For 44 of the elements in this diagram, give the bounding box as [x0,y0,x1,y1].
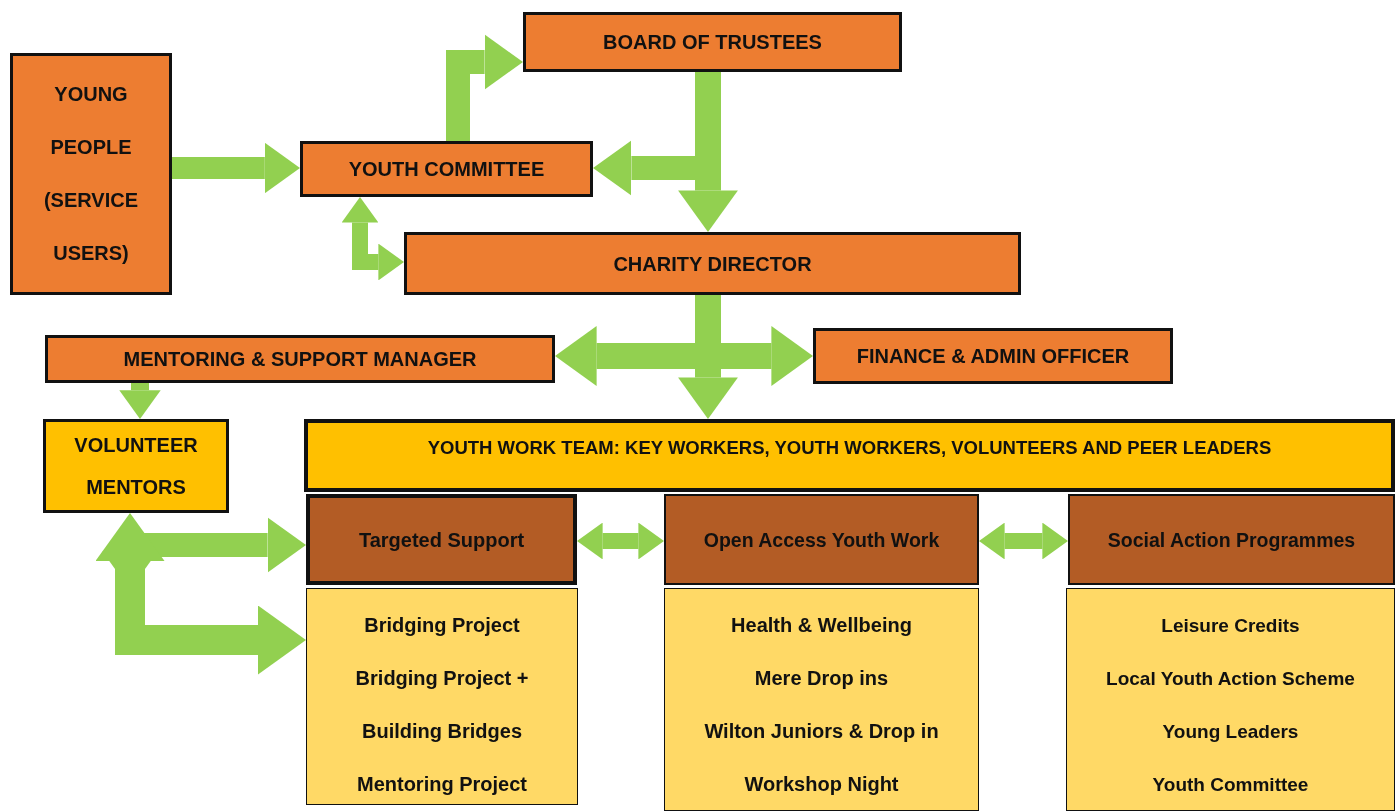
box-label: YOUTH WORK TEAM: KEY WORKERS, YOUTH WORKERS, VOLUNTEERS AND PEER LEADERS [426,435,1273,460]
programme-item: Local Youth Action Scheme [1105,667,1356,691]
arrow [95,513,306,675]
box-label: Social Action Programmes [1106,527,1357,552]
box-label: MENTORING & SUPPORT MANAGER [122,347,478,371]
box-label: BOARD OF TRUSTEES [602,30,823,54]
programme-item: Building Bridges [361,719,523,744]
programme-item: Mere Drop ins [753,666,890,691]
programme-item: Workshop Night [743,772,900,797]
programme-item: Bridging Project [363,613,521,638]
arrow [577,522,664,560]
arrow [979,522,1068,560]
box-label: VOLUNTEER MENTORS [73,433,199,500]
programme-item: Young Leaders [1161,720,1300,744]
org-box [43,419,229,513]
programme-item: Health & Wellbeing [730,613,913,638]
arrow [172,142,300,194]
org-box [306,494,577,585]
org-box [664,494,979,585]
programme-list-box [664,588,979,811]
org-box [10,53,172,295]
org-box [813,328,1173,384]
box-label: Targeted Support [357,527,526,552]
org-box [304,419,1395,492]
programme-item: Wilton Juniors & Drop in [703,719,940,744]
programme-item: Mentoring Project [356,772,528,797]
box-label: Open Access Youth Work [702,527,941,552]
org-box [1068,494,1395,585]
box-label: YOUNG PEOPLE (SERVICE USERS) [42,82,140,266]
programme-item: Leisure Credits [1160,614,1301,638]
arrow [678,72,738,232]
org-box [404,232,1021,295]
box-label: CHARITY DIRECTOR [612,251,813,276]
org-box [45,335,555,383]
programme-list-box [306,588,578,805]
box-label: YOUTH COMMITTEE [347,157,546,181]
programme-list-box [1066,588,1395,811]
org-box [523,12,902,72]
org-box [300,141,593,197]
box-label: FINANCE & ADMIN OFFICER [855,344,1131,368]
arrow [119,383,161,419]
arrow [341,197,404,281]
programme-item: Youth Committee [1151,773,1310,797]
programme-item: Bridging Project + [354,666,530,691]
